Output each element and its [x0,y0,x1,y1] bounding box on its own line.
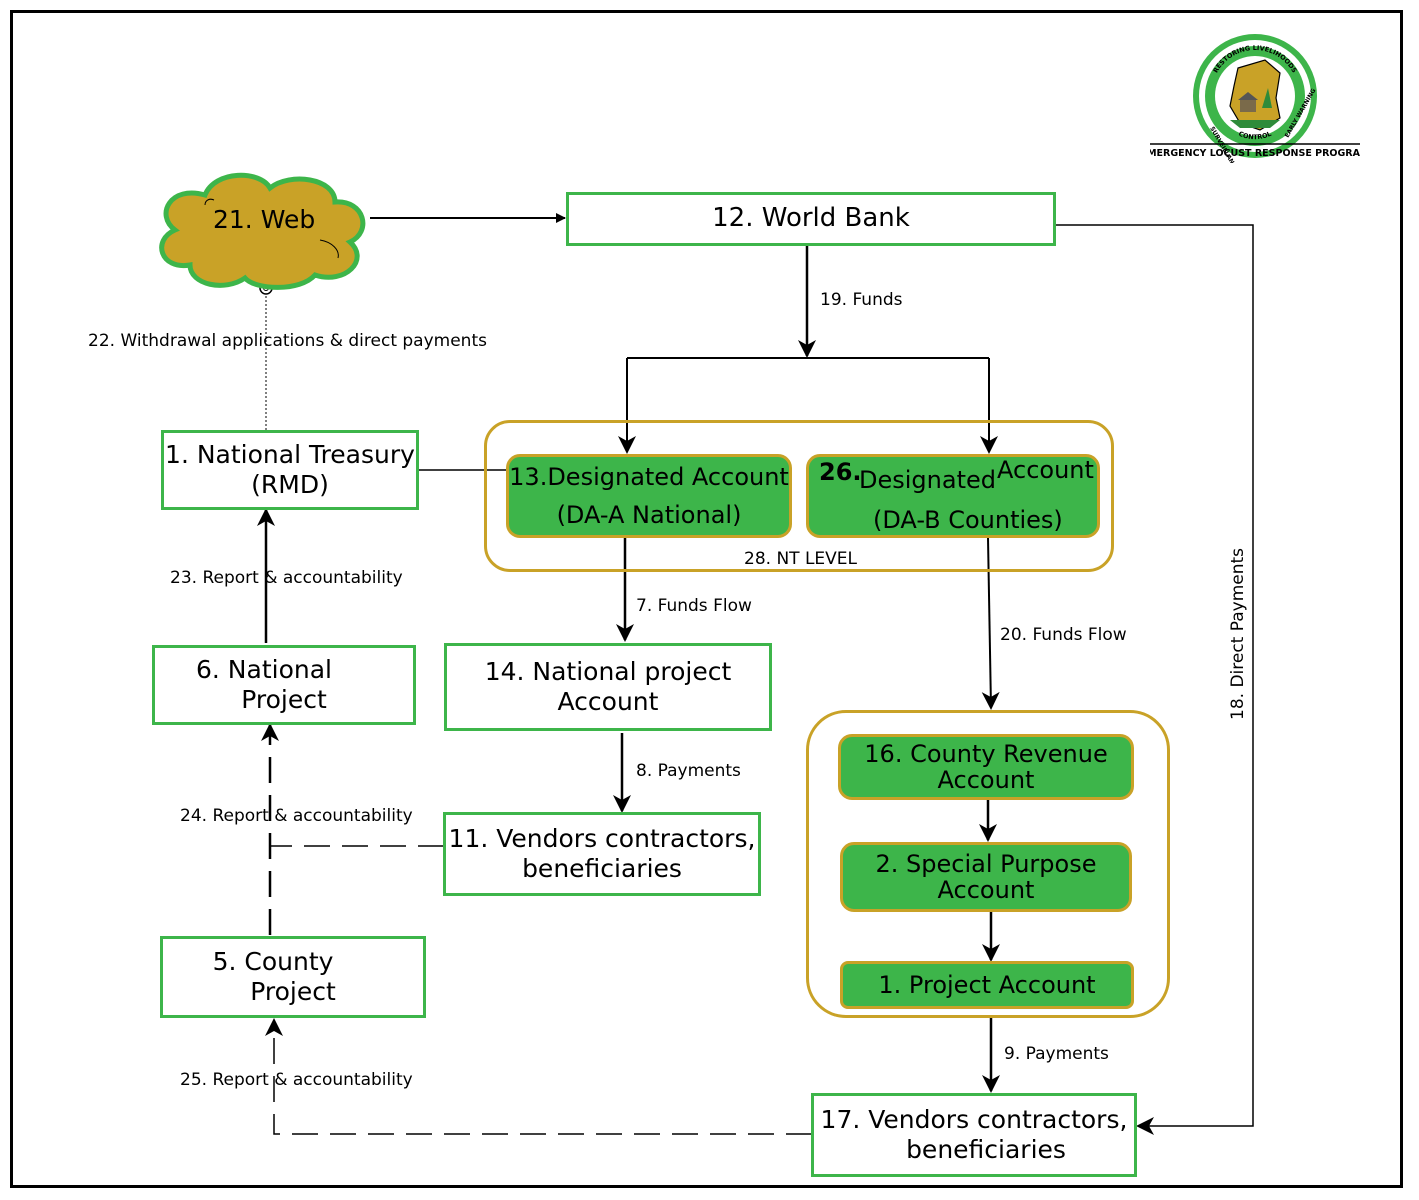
edge-report-25 [265,1018,812,1135]
county-level-group [806,710,1170,1018]
elrp-seal-icon: RESTORING LIVELIHOODS CONTROL SURVEILLAN… [1141,34,1369,173]
web-cloud [159,172,366,290]
national-project-line2: Project [241,685,327,714]
label-payments-9: 9. Payments [1004,1044,1109,1064]
da-a-line1: 13.Designated Account [509,462,789,491]
national-treasury-line2: (RMD) [251,470,329,499]
designated-account-b-node: 26. Designated Account (DA-B Counties) [806,454,1100,538]
da-b-line2: (DA-B Counties) [873,506,1063,534]
svg-text:CONTROL: CONTROL [1237,130,1272,141]
edge-funds-flow-20 [981,537,1000,710]
designated-account-a-node: 13.Designated Account (DA-A National) [506,454,792,538]
county-project-line1: 5. County [212,947,334,976]
edge-direct-payments [1056,224,1254,1135]
label-funds-flow-20: 20. Funds Flow [1000,625,1127,645]
world-bank-node: 12. World Bank [566,192,1056,246]
county-revenue-line1: 16. County Revenue [864,739,1108,768]
label-report-23: 23. Report & accountability [170,568,403,588]
county-project-line2: Project [250,977,336,1006]
vendors-national-node: 11. Vendors contractors, beneficiaries [443,812,761,896]
nt-level-group [484,420,1114,572]
special-purpose-account-node: 2. Special Purpose Account [840,842,1132,912]
vendors-county-line2: beneficiaries [906,1135,1066,1164]
national-project-account-line1: 14. National project [484,657,732,686]
diagram-frame [10,10,1403,1188]
da-a-line2: (DA-A National) [556,501,742,529]
svg-text:EMERGENCY LOCUST RESPONSE PROG: EMERGENCY LOCUST RESPONSE PROGRAM [1150,148,1360,159]
web-label: 21. Web [213,205,316,234]
vendors-county-line1: 17. Vendors contractors, [820,1105,1128,1134]
nt-level-label: 28. NT LEVEL [744,549,857,569]
label-payments-8: 8. Payments [636,761,741,781]
label-report-24: 24. Report & accountability [180,806,413,826]
da-b-word1: Designated [859,466,996,494]
national-project-account-line2: Account [557,687,659,716]
label-direct-payments-18: 18. Direct Payments [1228,547,1248,720]
da-b-word2: Account [997,456,1094,484]
county-project-node: 5. County Project [160,936,426,1018]
label-withdrawal-22: 22. Withdrawal applications & direct pay… [88,331,487,351]
county-revenue-account-node: 16. County Revenue Account [838,734,1134,800]
vendors-county-node: 17. Vendors contractors, beneficiaries [811,1093,1137,1177]
vendors-national-line1: 11. Vendors contractors, [448,824,756,853]
special-purpose-line2: Account [937,876,1035,904]
national-project-line1: 6. National [196,655,332,684]
national-project-account-node: 14. National project Account [444,643,772,731]
vendors-national-line2: beneficiaries [522,854,682,883]
label-report-25: 25. Report & accountability [180,1070,413,1090]
national-treasury-node: 1. National Treasury (RMD) [161,430,419,510]
label-funds-19: 19. Funds [820,290,903,310]
project-account-node: 1. Project Account [840,961,1134,1009]
county-revenue-line2: Account [937,766,1035,794]
label-funds-flow-7: 7. Funds Flow [636,596,752,616]
national-project-node: 6. National Project [152,645,416,725]
special-purpose-line1: 2. Special Purpose [875,849,1097,878]
da-b-num: 26. [819,458,862,486]
national-treasury-line1: 1. National Treasury [165,440,415,469]
project-account-label: 1. Project Account [878,970,1096,999]
world-bank-label: 12. World Bank [712,203,910,234]
elrp-logo: RESTORING LIVELIHOODS CONTROL SURVEILLAN… [1141,28,1369,173]
